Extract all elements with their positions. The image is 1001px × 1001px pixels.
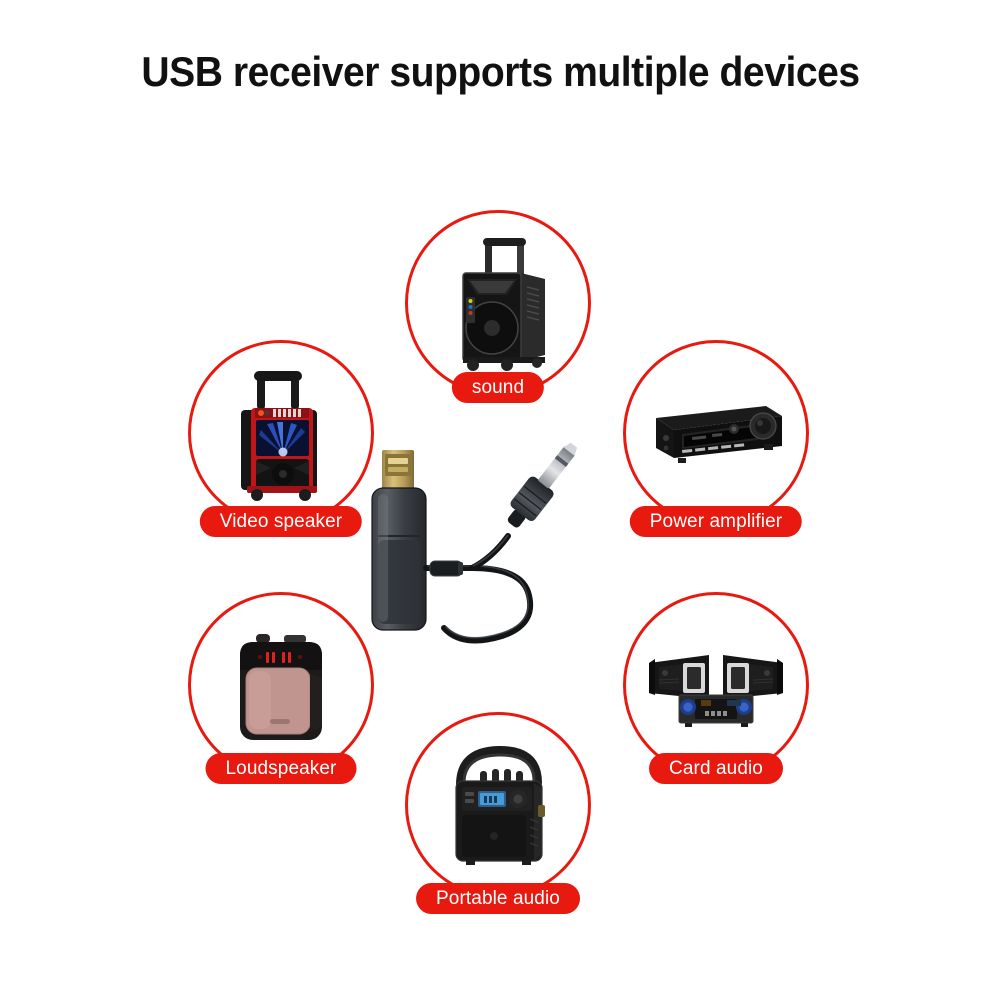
cable [423, 565, 534, 644]
device-node-video-speaker[interactable]: Video speaker [188, 340, 374, 537]
trolley-speaker-black-icon [423, 228, 573, 378]
page-title: USB receiver supports multiple devices [141, 48, 860, 95]
av-receiver-amplifier-icon [641, 358, 791, 508]
device-label-video-speaker: Video speaker [199, 506, 363, 537]
device-label-portable-audio: Portable audio [416, 883, 580, 914]
receiver-body [371, 487, 427, 631]
device-label-loudspeaker: Loudspeaker [205, 753, 357, 784]
device-label-power-amplifier: Power amplifier [629, 506, 803, 537]
device-label-card-audio: Card audio [649, 753, 783, 784]
trs-plug-6.35mm [507, 442, 578, 528]
device-node-sound[interactable]: sound [405, 210, 591, 403]
device-node-card-audio[interactable]: Card audio [623, 592, 809, 784]
device-node-power-amplifier[interactable]: Power amplifier [623, 340, 809, 537]
portable-pa-speaker-with-handle-icon [423, 730, 573, 880]
device-node-portable-audio[interactable]: Portable audio [405, 712, 591, 914]
ktv-speaker-pair-with-amp-icon [641, 610, 791, 760]
portable-voice-amplifier-rose-icon [206, 610, 356, 760]
usb-receiver-product-image [352, 440, 608, 675]
device-label-sound: sound [451, 372, 545, 403]
usb-connector [382, 450, 414, 494]
trolley-speaker-red-with-screen-icon [206, 358, 356, 508]
device-node-loudspeaker[interactable]: Loudspeaker [188, 592, 374, 784]
cable-highlight [427, 565, 530, 639]
